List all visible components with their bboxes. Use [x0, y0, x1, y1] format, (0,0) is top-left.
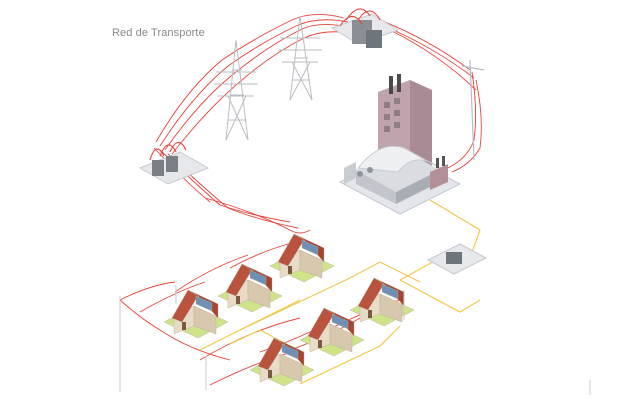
substation-left: [138, 141, 210, 185]
ground-transformer: [426, 243, 488, 275]
diagram-title: Red de Transporte: [112, 27, 205, 39]
house: [299, 307, 365, 357]
pylon-right: [278, 15, 322, 101]
power-plant: [338, 74, 462, 215]
house: [249, 337, 315, 387]
utility-pole-right: [461, 59, 485, 161]
house: [217, 263, 283, 313]
pylon-left: [214, 39, 258, 141]
distribution-lines: [199, 199, 481, 385]
house: [269, 233, 335, 283]
substation-top: [330, 8, 400, 48]
ground-poles: [119, 286, 591, 395]
houses: [163, 233, 415, 387]
house: [163, 289, 229, 339]
house: [349, 277, 415, 327]
